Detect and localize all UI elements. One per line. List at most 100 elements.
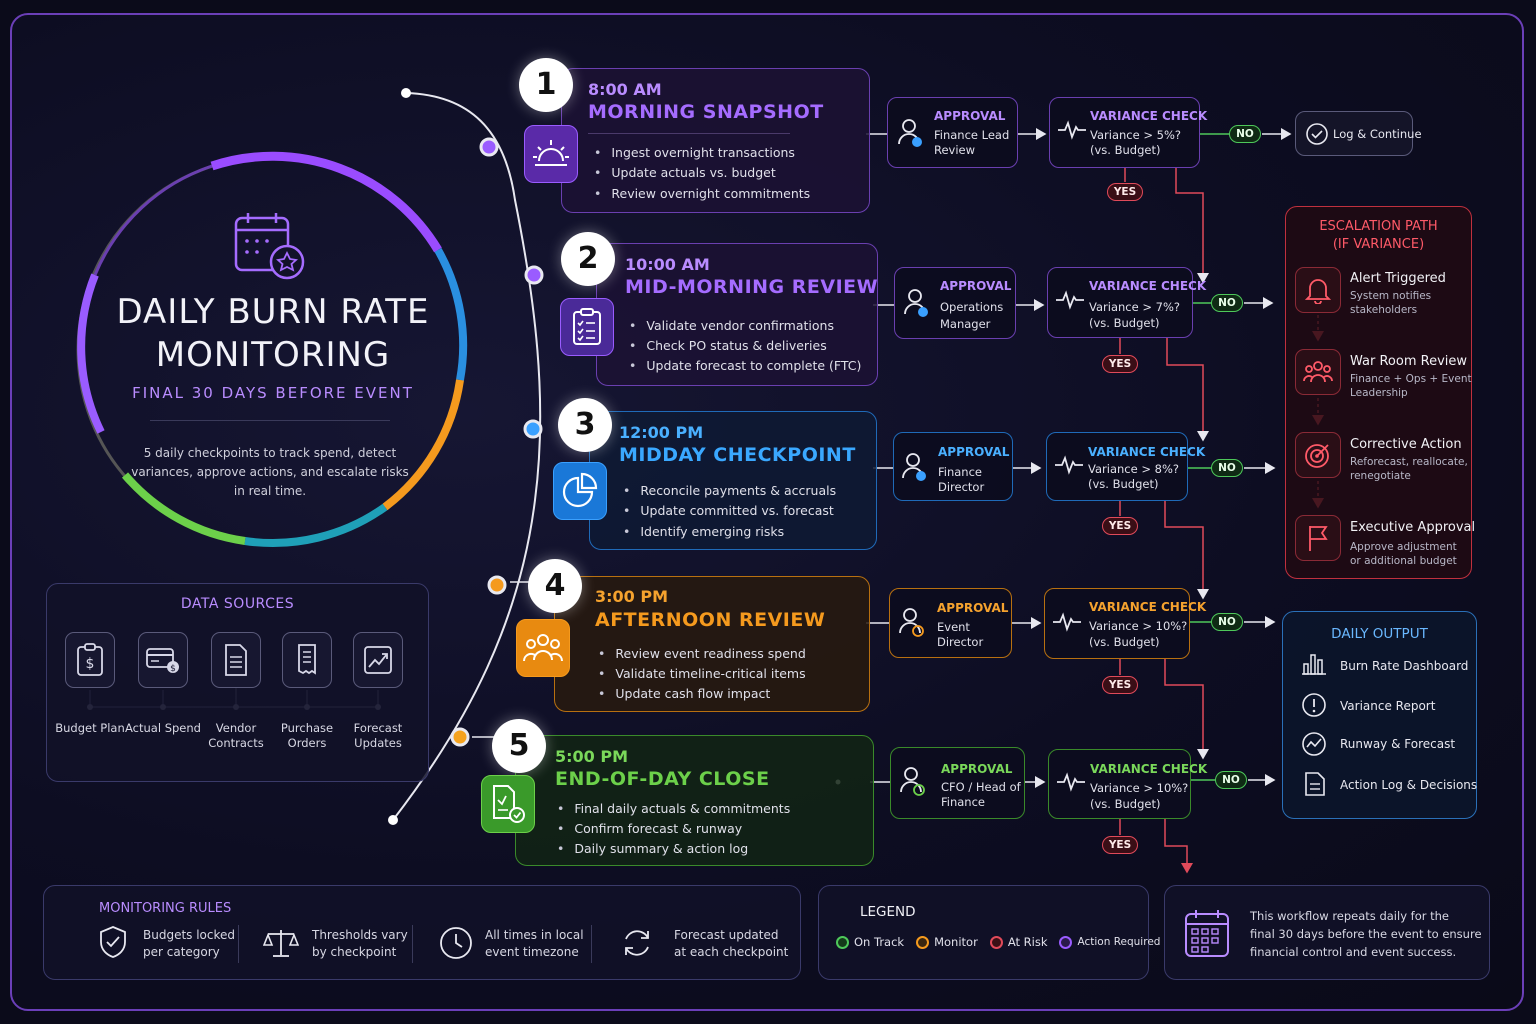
- target-icon: [1295, 432, 1341, 478]
- variance-2-title: VARIANCE CHECK: [1089, 279, 1207, 293]
- data-source-label: Purchase Orders: [280, 721, 334, 750]
- no-badge: NO: [1211, 459, 1243, 477]
- variance-1-title: VARIANCE CHECK: [1090, 109, 1208, 123]
- bar-chart-icon: [1300, 652, 1328, 680]
- title-divider: [150, 420, 390, 421]
- approval-3-line: Director: [938, 480, 985, 494]
- approval-1-title: APPROVAL: [934, 109, 1006, 123]
- output-item-label: Variance Report: [1340, 699, 1436, 713]
- footer-note-line2: final 30 days before the event to ensure: [1250, 927, 1482, 941]
- variance-1-line: (vs. Budget): [1090, 143, 1161, 157]
- approver-icon: [900, 766, 926, 800]
- legend-label: Monitor: [934, 935, 978, 949]
- approval-4-line: Director: [937, 635, 984, 649]
- yes-badge: YES: [1102, 355, 1138, 373]
- legend-swatch: [1059, 935, 1073, 949]
- step-1-bullet: Review overnight commitments: [594, 186, 810, 201]
- check-circle-icon: [1305, 122, 1329, 150]
- rule-divider: [412, 925, 413, 963]
- legend-items: On Track Monitor At Risk Action Required: [836, 935, 1160, 949]
- legend-label: At Risk: [1007, 935, 1048, 949]
- page-title-line2: MONITORING: [155, 335, 391, 375]
- step-2-title: MID-MORNING REVIEW: [625, 276, 879, 298]
- shield-check-icon: [98, 925, 128, 963]
- variance-box-3: [1046, 432, 1188, 501]
- approval-2-line: Operations: [940, 300, 1004, 314]
- variance-1-line: Variance > 5%?: [1090, 128, 1181, 142]
- clipboard-dollar-icon: $: [65, 632, 115, 688]
- legend-item-at-risk: At Risk: [989, 935, 1048, 949]
- receipt-icon: [282, 632, 332, 688]
- yes-badge: YES: [1102, 676, 1138, 694]
- step-5-bullet: Daily summary & action log: [557, 841, 748, 856]
- data-source-label: Budget Plan: [55, 721, 125, 735]
- variance-3-line: Variance > 8%?: [1088, 462, 1179, 476]
- approval-box-2: [894, 267, 1016, 339]
- page-description: 5 daily checkpoints to track spend, dete…: [131, 446, 409, 498]
- escalation-item-sub: Leadership: [1350, 387, 1408, 399]
- variance-5-title: VARIANCE CHECK: [1090, 762, 1208, 776]
- document-icon: [1304, 771, 1326, 801]
- bell-icon: [1295, 267, 1341, 313]
- variance-box-5: [1048, 749, 1191, 819]
- pulse-icon: [1056, 772, 1086, 796]
- variance-4-line: (vs. Budget): [1089, 635, 1160, 649]
- approver-icon: [898, 118, 924, 152]
- document-check-icon: [481, 775, 535, 833]
- escalation-item-sub: stakeholders: [1350, 304, 1418, 316]
- credit-card-icon: $: [138, 632, 188, 688]
- step-5-number: 5: [492, 719, 546, 773]
- rule-label-line2: event timezone: [485, 945, 579, 959]
- rule-label-line2: per category: [143, 945, 220, 959]
- legend-panel: [818, 885, 1149, 980]
- escalation-item-title: Alert Triggered: [1350, 271, 1446, 286]
- escalation-item-sub: Finance + Ops + Event: [1350, 373, 1472, 385]
- step-2-time: 10:00 AM: [625, 255, 710, 274]
- step-1-divider: [588, 133, 790, 134]
- variance-5-line: Variance > 10%?: [1090, 781, 1189, 795]
- output-item-label: Action Log & Decisions: [1340, 778, 1478, 792]
- legend-item-action-required: Action Required: [1059, 935, 1160, 949]
- approval-5-line: CFO / Head of: [941, 780, 1021, 794]
- pie-chart-icon: [553, 462, 607, 520]
- step-1-time: 8:00 AM: [588, 80, 662, 99]
- refresh-icon: [620, 926, 654, 964]
- step-4-time: 3:00 PM: [595, 587, 669, 606]
- step-3-bullet: Update committed vs. forecast: [623, 503, 833, 518]
- step-4-bullet: Review event readiness spend: [598, 646, 805, 661]
- rule-label-line1: Thresholds vary: [312, 928, 408, 942]
- rule-divider: [238, 925, 239, 963]
- rule-divider: [591, 925, 592, 963]
- escalation-item-sub: Reforecast, reallocate,: [1350, 456, 1468, 468]
- yes-badge: YES: [1102, 517, 1138, 535]
- variance-3-title: VARIANCE CHECK: [1088, 445, 1206, 459]
- data-sources-title: DATA SOURCES: [180, 596, 295, 612]
- no-badge: NO: [1211, 613, 1243, 631]
- no-badge: NO: [1211, 294, 1243, 312]
- trend-icon: [1301, 731, 1327, 761]
- step-2-bullet: Update forecast to complete (FTC): [629, 358, 861, 373]
- rule-label-line1: Forecast updated: [674, 928, 779, 942]
- step-1-number: 1: [519, 58, 573, 112]
- flag-icon: [1295, 515, 1341, 561]
- approver-icon: [899, 607, 925, 641]
- escalation-title-line1: ESCALATION PATH: [1319, 219, 1438, 234]
- legend-swatch: [836, 935, 849, 949]
- step-4-title: AFTERNOON REVIEW: [595, 609, 826, 631]
- approval-2-title: APPROVAL: [940, 279, 1012, 293]
- monitoring-rules-title: MONITORING RULES: [99, 901, 232, 916]
- daily-output-title: DAILY OUTPUT: [1331, 626, 1428, 642]
- log-continue-box: [1295, 111, 1413, 156]
- step-3-title: MIDDAY CHECKPOINT: [619, 444, 856, 466]
- footer-note-line3: financial control and event success.: [1250, 945, 1457, 959]
- step-1-bullet: Ingest overnight transactions: [594, 145, 795, 160]
- sunrise-icon: [524, 125, 578, 183]
- step-1-title: MORNING SNAPSHOT: [588, 101, 824, 123]
- approval-4-title: APPROVAL: [937, 601, 1009, 615]
- rule-label-line1: All times in local: [485, 928, 584, 942]
- step-3-bullet: Reconcile payments & accruals: [623, 483, 836, 498]
- legend-title: LEGEND: [860, 904, 916, 920]
- pulse-icon: [1054, 455, 1084, 479]
- approver-icon: [904, 288, 930, 322]
- no-badge: NO: [1229, 125, 1261, 143]
